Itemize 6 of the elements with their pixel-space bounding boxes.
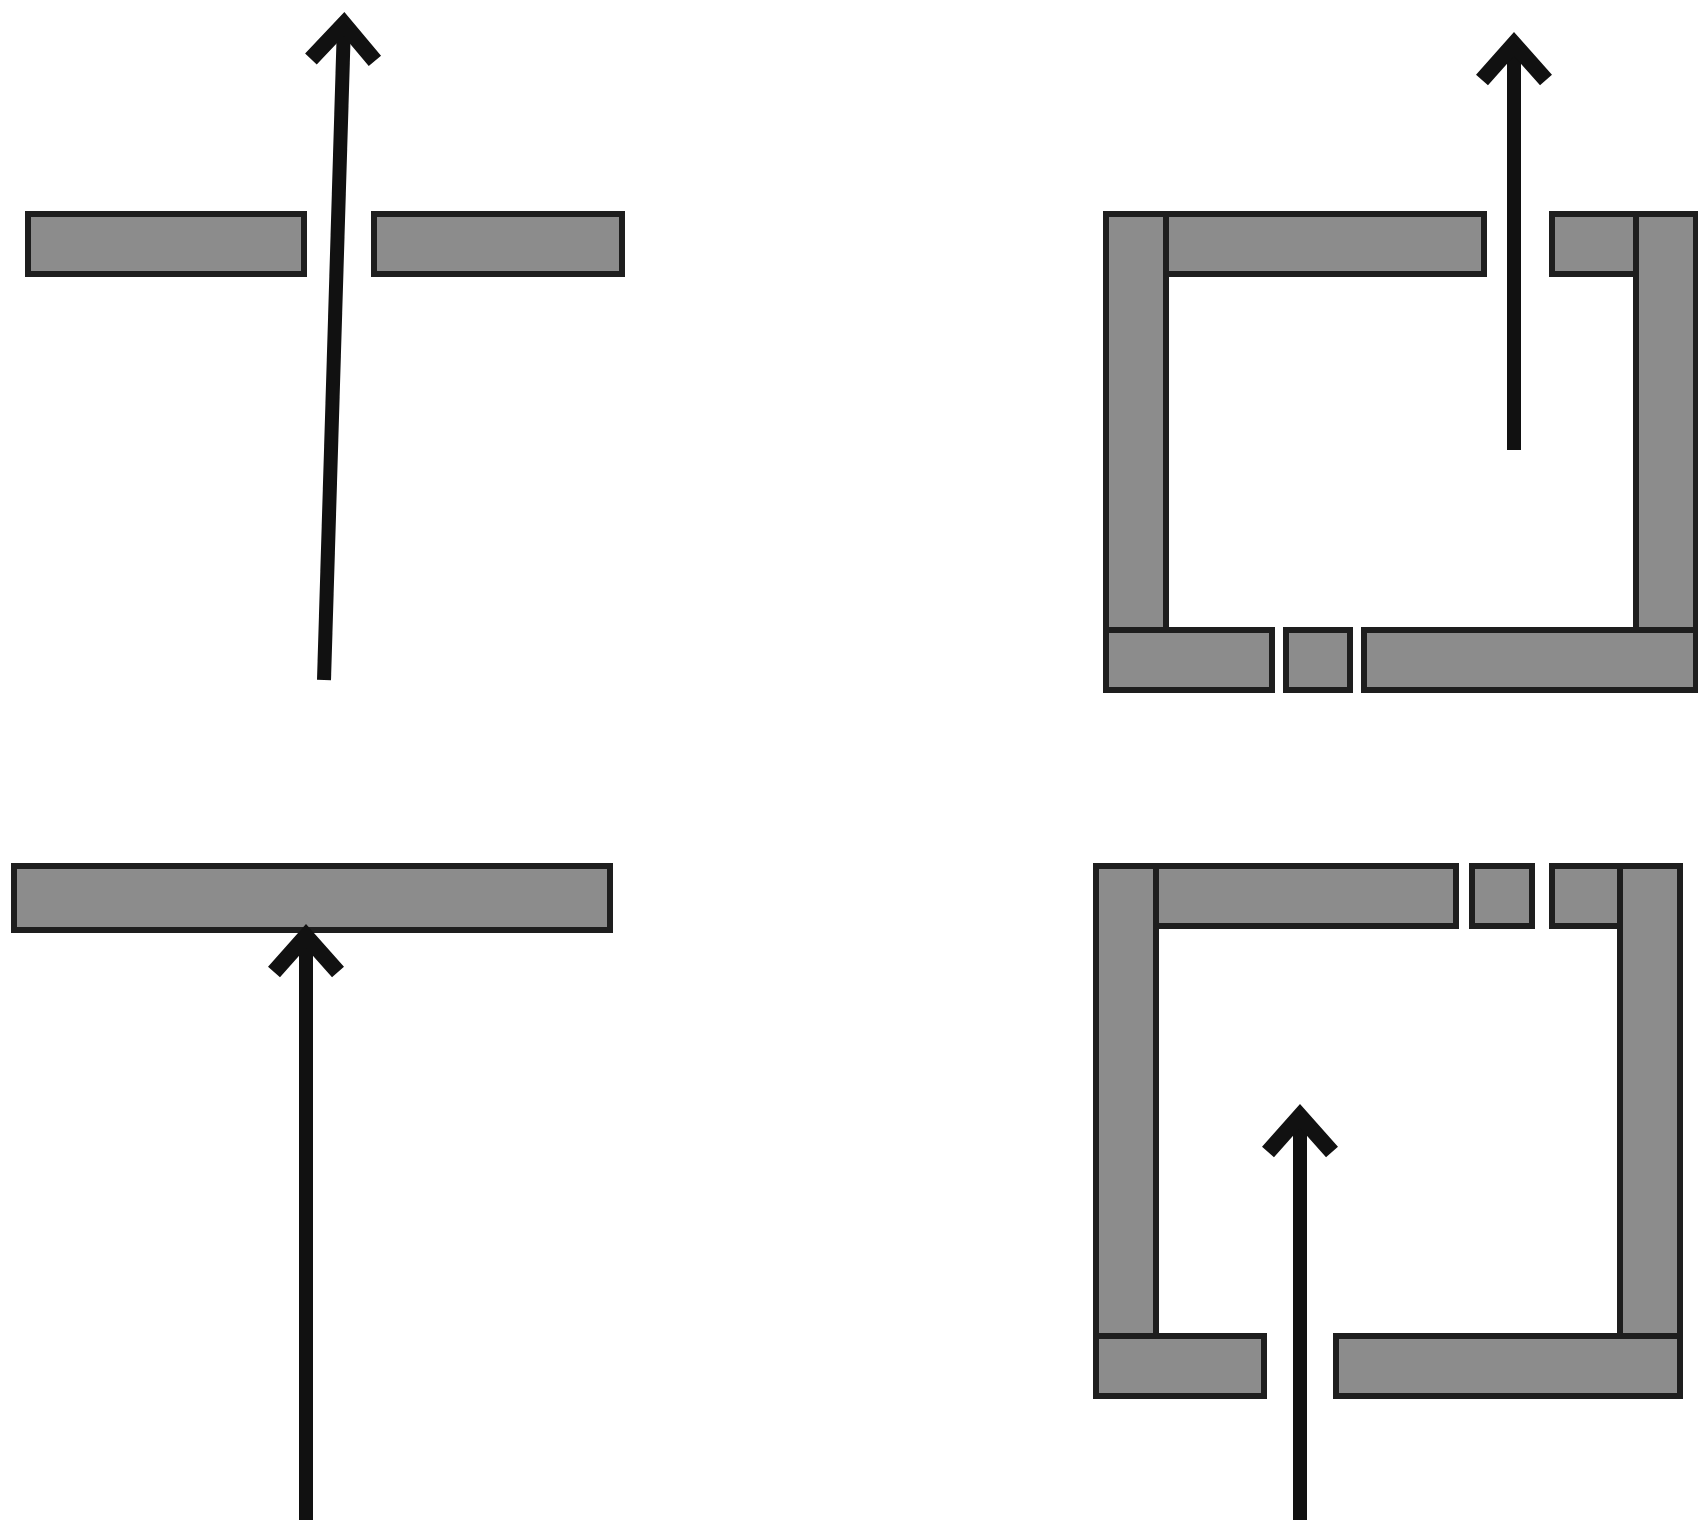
barrier-bar <box>25 211 307 277</box>
enclosure-wall <box>1103 211 1698 693</box>
barrier-bar <box>371 211 625 277</box>
arrow <box>266 928 346 1520</box>
enclosure-wall <box>1093 863 1683 1399</box>
barrier-bar <box>11 863 613 933</box>
